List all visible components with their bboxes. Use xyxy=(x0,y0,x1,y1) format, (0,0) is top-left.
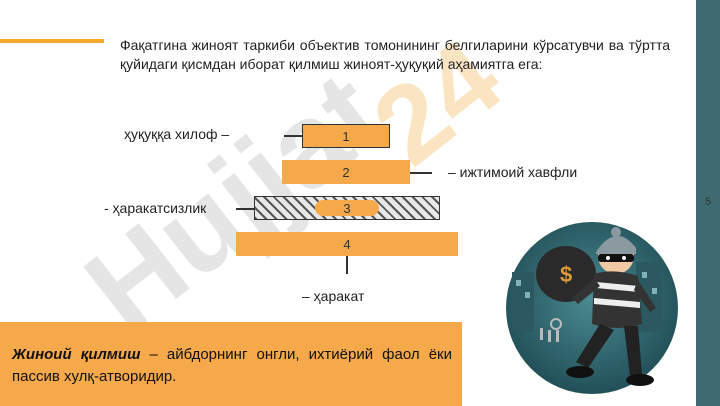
label-action: – ҳаракат xyxy=(302,288,365,304)
connector-line-1 xyxy=(284,135,302,137)
thief-illustration-icon: $ xyxy=(496,212,678,406)
slide-number: 5 xyxy=(704,196,712,208)
connector-line-3 xyxy=(236,208,254,210)
label-illegality: ҳуқуққа хилоф – xyxy=(124,126,230,142)
connector-line-4 xyxy=(346,256,348,274)
connector-line-2 xyxy=(410,172,432,174)
label-danger: – ижтимоий хавфли xyxy=(448,164,578,180)
box-number: 2 xyxy=(342,164,350,180)
diagram-box-4: 4 xyxy=(236,232,458,256)
definition-term: Жиноий қилмиш xyxy=(12,346,141,363)
intro-text: Фақатгина жиноят таркиби объектив томони… xyxy=(120,37,670,72)
box-number: 4 xyxy=(343,236,351,252)
diagram-box-1: 1 xyxy=(302,124,390,148)
diagram-box-3: 3 xyxy=(254,196,440,220)
definition-box xyxy=(0,322,462,406)
diagram-box-2: 2 xyxy=(282,160,410,184)
box-number: 3 xyxy=(343,200,351,216)
side-bar xyxy=(696,0,720,406)
definition-text: Жиноий қилмиш – айбдорнинг онгли, ихтиёр… xyxy=(12,344,452,388)
svg-text:$: $ xyxy=(560,262,572,287)
box-number: 1 xyxy=(342,128,350,144)
accent-line xyxy=(0,39,104,43)
diagram-box-3-core: 3 xyxy=(315,200,379,216)
definition-body: – айбдорнинг онгли, ихтиёрий фаол ёки па… xyxy=(12,346,452,385)
label-inaction: - ҳаракатсизлик xyxy=(104,200,207,216)
